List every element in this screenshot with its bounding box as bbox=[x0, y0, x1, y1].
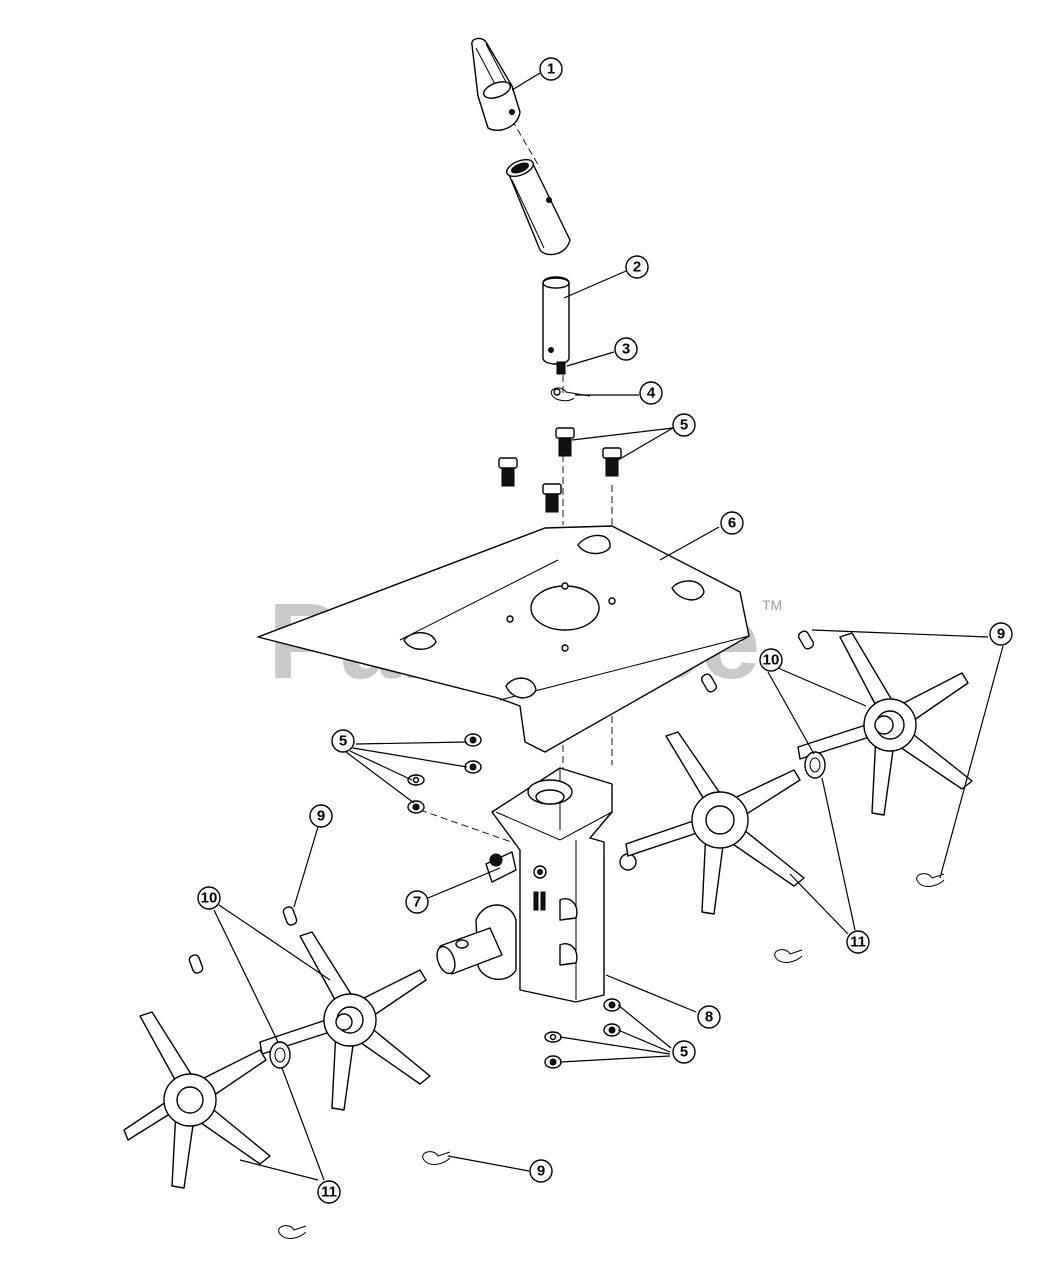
svg-text:5: 5 bbox=[339, 733, 347, 750]
svg-text:9: 9 bbox=[997, 626, 1005, 643]
tine-upper-right bbox=[797, 632, 973, 816]
clevis-pins-part bbox=[188, 630, 815, 974]
pin bbox=[797, 630, 815, 650]
callout-7: 7 bbox=[405, 890, 429, 914]
shield-plate-part bbox=[257, 525, 750, 753]
svg-text:4: 4 bbox=[647, 385, 656, 402]
callout-9-left: 9 bbox=[309, 804, 333, 828]
callout-1: 1 bbox=[539, 57, 563, 81]
bolt bbox=[555, 427, 575, 457]
svg-text:10: 10 bbox=[763, 652, 780, 669]
svg-text:2: 2 bbox=[633, 259, 641, 276]
callout-4: 4 bbox=[639, 381, 663, 405]
callout-9-right: 9 bbox=[989, 622, 1013, 646]
bolt bbox=[602, 447, 622, 477]
svg-text:10: 10 bbox=[201, 890, 218, 907]
nuts-washers-part bbox=[407, 733, 621, 1069]
bolt bbox=[498, 457, 518, 487]
transmission-housing-part bbox=[436, 767, 637, 1003]
callout-11-right: 11 bbox=[846, 930, 870, 954]
watermark-tm: TM bbox=[762, 597, 782, 613]
clevis-part bbox=[471, 37, 521, 131]
svg-text:3: 3 bbox=[622, 341, 630, 358]
spacer-washers-part bbox=[269, 751, 826, 1069]
pin-screw-part bbox=[556, 361, 566, 375]
svg-text:9: 9 bbox=[537, 1163, 545, 1180]
tine-middle-right bbox=[625, 731, 805, 915]
svg-text:9: 9 bbox=[317, 808, 325, 825]
bolt bbox=[542, 483, 562, 513]
tine-middle-left bbox=[259, 931, 431, 1111]
callout-10-right: 10 bbox=[759, 648, 783, 672]
hairpins-part bbox=[278, 873, 945, 1239]
tine-lower-left bbox=[123, 1011, 271, 1189]
pin bbox=[700, 673, 718, 693]
callout-3: 3 bbox=[614, 337, 638, 361]
center-lines bbox=[419, 119, 613, 846]
svg-text:1: 1 bbox=[547, 61, 555, 78]
callout-10-left: 10 bbox=[197, 886, 221, 910]
svg-text:6: 6 bbox=[728, 515, 736, 532]
callout-11-left: 11 bbox=[317, 1180, 341, 1204]
leader-lines bbox=[213, 72, 1004, 1181]
callout-6: 6 bbox=[720, 511, 744, 535]
svg-text:5: 5 bbox=[680, 417, 688, 434]
callout-5-top: 5 bbox=[672, 413, 696, 437]
callout-9-bottom: 9 bbox=[529, 1159, 553, 1183]
callout-8: 8 bbox=[697, 1005, 721, 1029]
svg-text:11: 11 bbox=[850, 934, 866, 951]
svg-text:8: 8 bbox=[705, 1009, 713, 1026]
svg-text:5: 5 bbox=[680, 1044, 688, 1061]
svg-text:11: 11 bbox=[321, 1184, 337, 1201]
upper-tube-part bbox=[506, 158, 571, 256]
hairpin-clip-part bbox=[550, 387, 591, 402]
callout-5-bottom: 5 bbox=[672, 1040, 696, 1064]
pin bbox=[188, 954, 204, 974]
callout-2: 2 bbox=[625, 255, 649, 279]
svg-text:7: 7 bbox=[413, 894, 421, 911]
lower-tube-part bbox=[542, 276, 570, 365]
pin bbox=[282, 906, 298, 926]
callout-5-left: 5 bbox=[331, 729, 355, 753]
bolts-part bbox=[498, 427, 622, 513]
